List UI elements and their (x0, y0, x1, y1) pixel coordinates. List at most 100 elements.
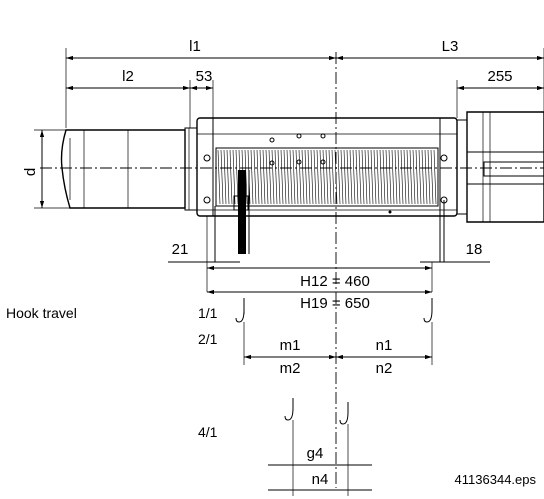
left-motor (60, 127, 198, 211)
top-dimensions: l1 L3 l2 53 255 d (22, 38, 544, 209)
hook-icon-lower-left (284, 398, 294, 421)
rope-winding (319, 149, 323, 205)
rope-winding (286, 149, 290, 205)
rope-winding (325, 149, 329, 205)
hook-travel-section: Hook travel 1/1 2/1 4/1 m1 n1 m2 n2 (6, 298, 536, 496)
label-H19: H19 = 650 (300, 295, 370, 312)
rope-winding (415, 149, 419, 205)
rope-winding (346, 149, 350, 205)
label-n1: n1 (376, 337, 393, 354)
rope-winding (277, 149, 281, 205)
rope-winding (394, 149, 398, 205)
rope-winding (406, 149, 410, 205)
rope-winding (400, 149, 404, 205)
rope-winding (307, 149, 311, 205)
rope-winding (226, 149, 230, 205)
rope-winding (229, 149, 233, 205)
rope-winding (220, 149, 224, 205)
rope-winding (298, 149, 302, 205)
rope-winding (382, 149, 386, 205)
rope-winding (301, 149, 305, 205)
label-21: 21 (172, 241, 189, 258)
rope-winding (337, 149, 341, 205)
rope-winding (232, 149, 236, 205)
rope-winding (397, 149, 401, 205)
rope-winding (328, 149, 332, 205)
rope-winding (283, 149, 287, 205)
rope-winding (430, 149, 434, 205)
rope-windings (217, 149, 437, 205)
hook-icon-left (235, 298, 245, 323)
rope-winding (412, 149, 416, 205)
rope-winding (262, 149, 266, 205)
bottom-dimensions: 21 18 H12 = 460 H19 = 650 (168, 216, 490, 312)
rope-winding (418, 149, 422, 205)
label-n2: n2 (376, 360, 393, 377)
rope-winding (322, 149, 326, 205)
label-H12: H12 = 460 (300, 273, 370, 290)
label-g4: g4 (307, 445, 324, 462)
rope-winding (223, 149, 227, 205)
rope-winding (364, 149, 368, 205)
rope-winding (340, 149, 344, 205)
rope-winding (217, 149, 221, 205)
rope-winding (403, 149, 407, 205)
ratio-4-1: 4/1 (198, 424, 218, 440)
rope-winding (304, 149, 308, 205)
hoist-body (40, 52, 544, 488)
rope-winding (349, 149, 353, 205)
rope-winding (274, 149, 278, 205)
rope-winding (313, 149, 317, 205)
rope-winding (310, 149, 314, 205)
rope-winding (421, 149, 425, 205)
rope-winding (376, 149, 380, 205)
rope-winding (280, 149, 284, 205)
hook-icon-right (423, 298, 433, 323)
label-m1: m1 (280, 337, 301, 354)
label-l1: l1 (189, 38, 201, 55)
label-18: 18 (466, 241, 483, 258)
ratio-2-1: 2/1 (198, 331, 218, 347)
rope-winding (253, 149, 257, 205)
rope-winding (424, 149, 428, 205)
rope-winding (427, 149, 431, 205)
rope-winding (343, 149, 347, 205)
label-n4: n4 (312, 471, 329, 488)
label-53: 53 (196, 68, 213, 85)
rope-winding (388, 149, 392, 205)
label-l2: l2 (122, 68, 134, 85)
rope-winding (379, 149, 383, 205)
rope-winding (373, 149, 377, 205)
rope-winding (259, 149, 263, 205)
rope-winding (235, 149, 239, 205)
label-255: 255 (487, 68, 512, 85)
rope-winding (256, 149, 260, 205)
label-m2: m2 (280, 360, 301, 377)
rope-winding (289, 149, 293, 205)
rope-winding (385, 149, 389, 205)
rope-winding (361, 149, 365, 205)
right-gearbox (456, 111, 544, 223)
rope-winding (268, 149, 272, 205)
rope-winding (316, 149, 320, 205)
rope-winding (409, 149, 413, 205)
rope-drum (215, 147, 439, 254)
rope-winding (271, 149, 275, 205)
label-d: d (22, 168, 39, 176)
rope-winding (295, 149, 299, 205)
hook-travel-label: Hook travel (6, 305, 77, 321)
label-L3: L3 (442, 38, 459, 55)
ratio-1-1: 1/1 (198, 305, 218, 321)
rope-winding (265, 149, 269, 205)
file-name: 41136344.eps (455, 472, 537, 487)
rope-winding (391, 149, 395, 205)
rope-winding (433, 149, 437, 205)
rope-winding (367, 149, 371, 205)
rope-winding (352, 149, 356, 205)
rope-winding (355, 149, 359, 205)
rope-winding (331, 149, 335, 205)
rope-winding (250, 149, 254, 205)
rope-winding (292, 149, 296, 205)
hook-icon-lower-right (339, 402, 349, 425)
